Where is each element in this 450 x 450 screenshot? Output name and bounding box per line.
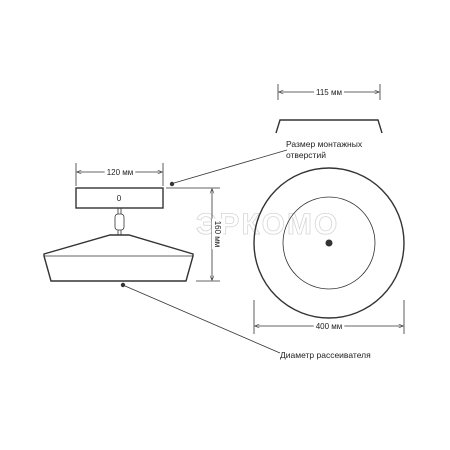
- diameter-dimension: 400 мм: [253, 300, 405, 334]
- base-marking: 0: [117, 194, 122, 203]
- center-point: [325, 239, 333, 247]
- outer-disc: [253, 167, 405, 319]
- diffuser-diameter-leader: Диаметр рассеивателя: [120, 282, 371, 360]
- joint: [114, 213, 125, 231]
- mounting-width-label: 115 мм: [316, 88, 342, 97]
- lamp-side-view: 0: [43, 187, 194, 282]
- height-dimension: 160 мм: [166, 187, 223, 282]
- diameter-label: 400 мм: [316, 322, 343, 331]
- base-width-dimension: 120 мм: [75, 163, 164, 186]
- base-width-label: 120 мм: [107, 168, 134, 177]
- mounting-bracket: [275, 119, 383, 134]
- height-label: 160 мм: [213, 221, 222, 248]
- mounting-holes-label-line1: Размер монтажных: [286, 139, 363, 149]
- diffuser-diameter-label: Диаметр рассеивателя: [280, 350, 371, 360]
- lamp-top-view: [253, 167, 405, 319]
- diffuser-shade: [43, 234, 194, 282]
- mounting-holes-leader: Размер монтажных отверстий: [169, 139, 363, 187]
- mounting-width-dimension: 115 мм: [277, 84, 381, 100]
- ceiling-base: [75, 187, 164, 209]
- inner-disc: [282, 196, 376, 290]
- mounting-holes-label-line2: отверстий: [286, 150, 326, 160]
